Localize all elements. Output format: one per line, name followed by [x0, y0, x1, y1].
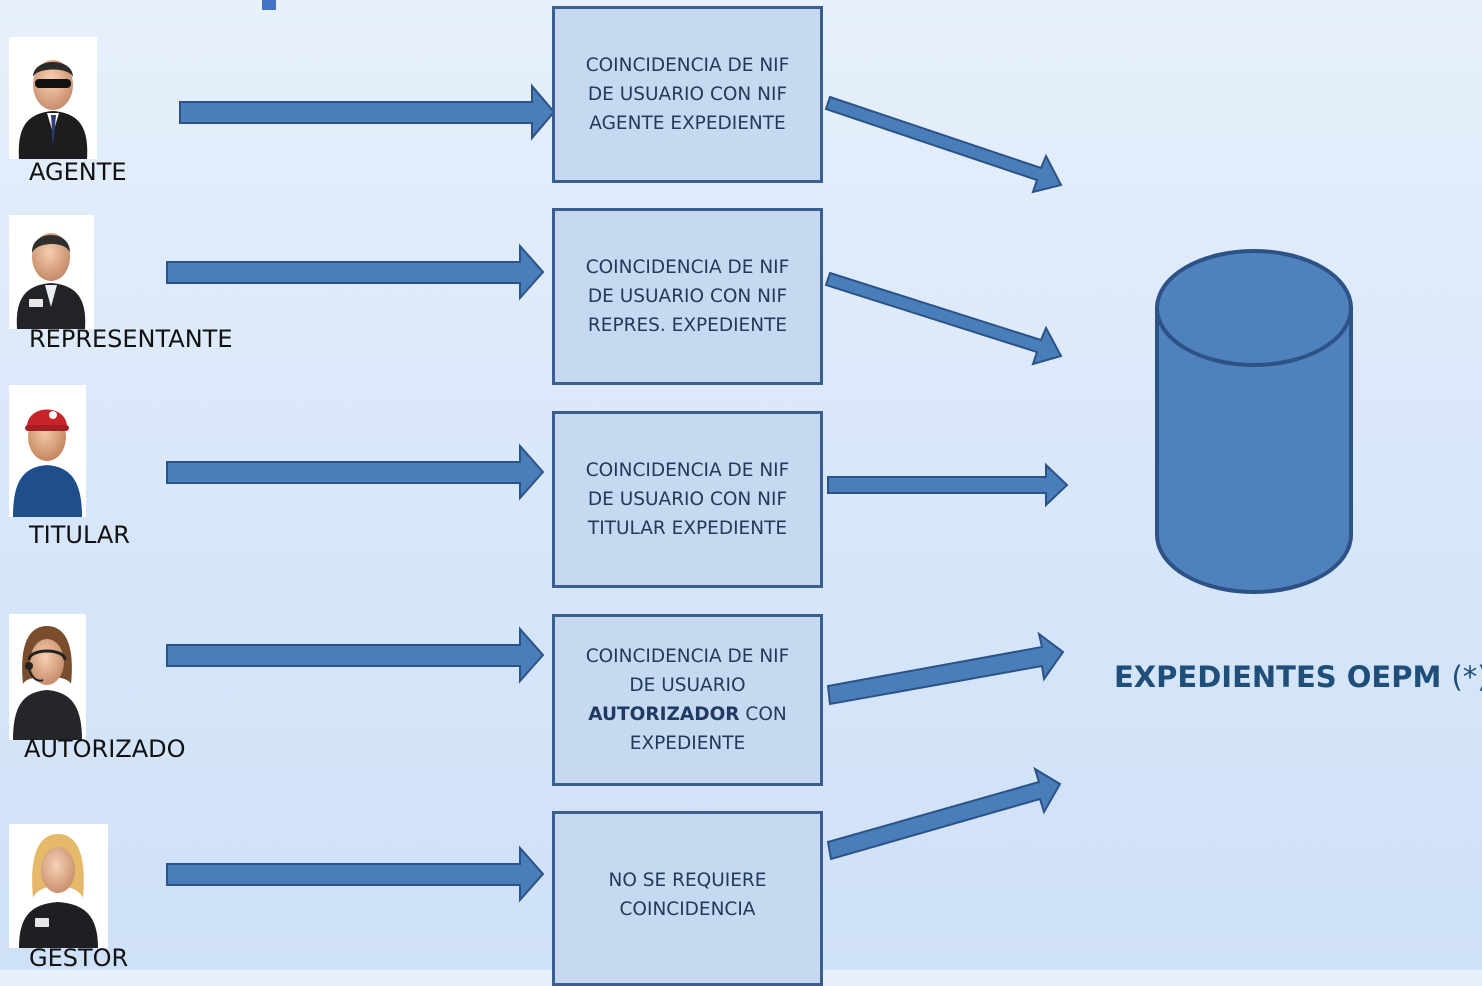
arrow-autorizado-to-rule	[166, 626, 545, 684]
rule-titular-line-1: COINCIDENCIA DE NIF	[585, 460, 790, 481]
rule-titular-line-3: TITULAR EXPEDIENTE	[587, 518, 788, 539]
arrow-rule-agente-to-db	[824, 95, 1063, 194]
role-label-gestor: GESTOR	[29, 944, 129, 972]
arrow-titular-to-rule	[166, 443, 545, 501]
title-fragment	[262, 0, 276, 10]
rule-autorizado-bold: AUTORIZADOR	[588, 704, 740, 725]
rule-box-gestor: NO SE REQUIERE COINCIDENCIA	[552, 811, 823, 986]
representative-avatar-icon	[9, 215, 94, 329]
rule-representante-line-2: DE USUARIO CON NIF	[587, 286, 788, 307]
arrow-representante-to-rule	[166, 243, 545, 301]
role-label-agente: AGENTE	[29, 158, 127, 186]
rule-autorizado-line-4: EXPEDIENTE	[629, 733, 746, 754]
role-label-representante: REPRESENTANTE	[29, 325, 233, 353]
rule-gestor-line-1: NO SE REQUIERE	[608, 870, 767, 891]
rule-gestor-line-2: COINCIDENCIA	[619, 899, 756, 920]
rule-box-representante: COINCIDENCIA DE NIF DE USUARIO CON NIF R…	[552, 208, 823, 385]
arrow-rule-gestor-to-db	[826, 766, 1062, 861]
arrow-rule-representante-to-db	[824, 271, 1063, 366]
rule-agente-line-1: COINCIDENCIA DE NIF	[585, 55, 790, 76]
database-note: (*)	[1451, 660, 1482, 694]
rule-titular-line-2: DE USUARIO CON NIF	[587, 489, 788, 510]
rule-autorizado-line-3: AUTORIZADOR CON	[586, 700, 790, 729]
database-label: EXPEDIENTES OEPM (*)	[1114, 660, 1482, 694]
rule-representante-line-3: REPRES. EXPEDIENTE	[587, 315, 788, 336]
rule-agente-line-3: AGENTE EXPEDIENTE	[589, 113, 786, 134]
rule-autorizado-line-2: DE USUARIO	[629, 675, 746, 696]
rule-box-titular: COINCIDENCIA DE NIF DE USUARIO CON NIF T…	[552, 411, 823, 588]
rule-autorizado-line-1: COINCIDENCIA DE NIF	[585, 646, 790, 667]
manager-avatar-icon	[9, 824, 108, 948]
arrow-rule-autorizado-to-db	[826, 631, 1065, 706]
role-label-titular: TITULAR	[29, 521, 130, 549]
rule-autorizado-after-bold: CON	[739, 704, 787, 725]
rule-box-agente: COINCIDENCIA DE NIF DE USUARIO CON NIF A…	[552, 6, 823, 183]
arrow-gestor-to-rule	[166, 845, 545, 903]
database-title: EXPEDIENTES OEPM	[1114, 660, 1442, 694]
arrow-agente-to-rule	[179, 83, 556, 141]
rule-box-autorizado: COINCIDENCIA DE NIF DE USUARIO AUTORIZAD…	[552, 614, 823, 786]
rule-agente-line-2: DE USUARIO CON NIF	[587, 84, 788, 105]
holder-avatar-icon	[9, 385, 86, 517]
role-label-autorizado: AUTORIZADO	[24, 735, 186, 763]
agent-avatar-icon	[9, 37, 97, 159]
database-cylinder-icon	[1155, 249, 1353, 594]
rule-representante-line-1: COINCIDENCIA DE NIF	[585, 257, 790, 278]
authorized-avatar-icon	[9, 614, 86, 740]
arrow-rule-titular-to-db	[827, 462, 1069, 508]
